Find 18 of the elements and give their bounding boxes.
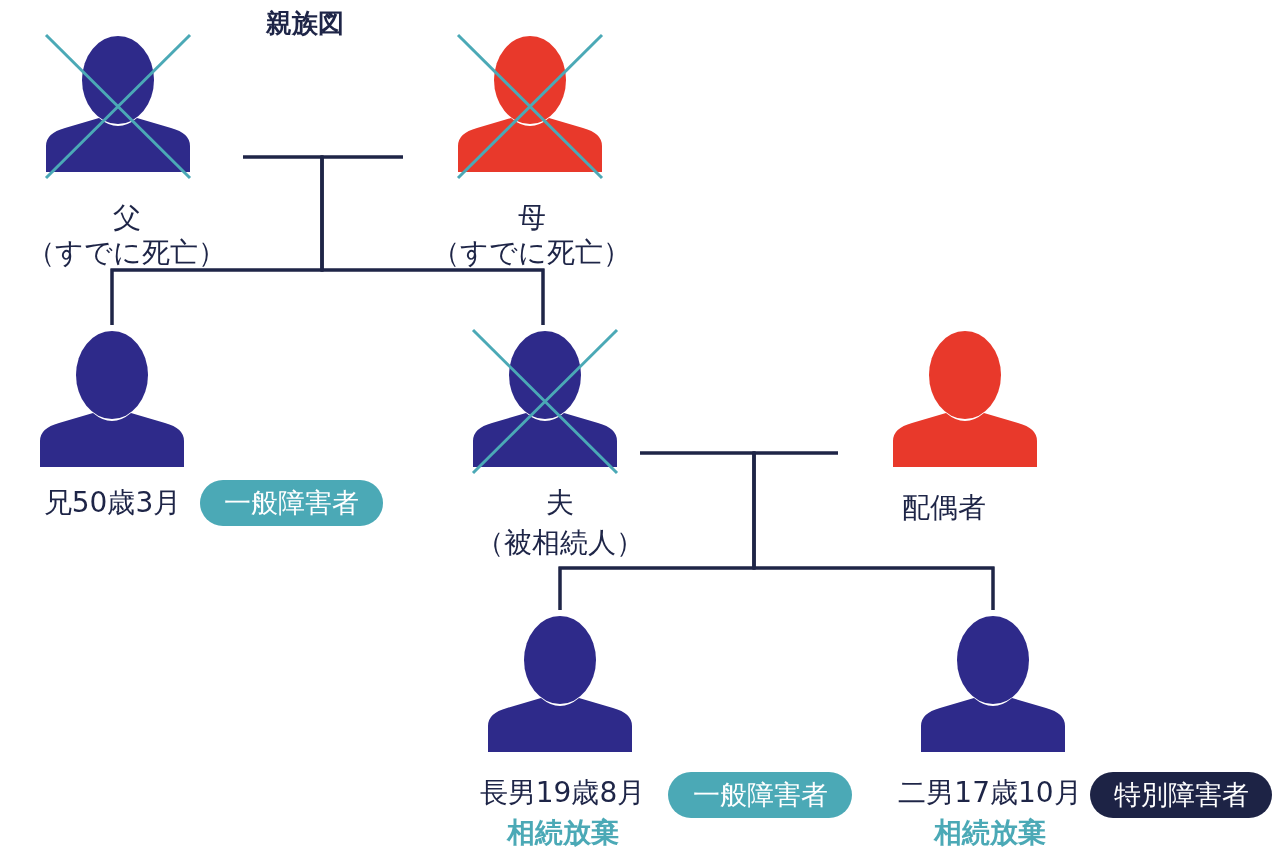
status-badge: 一般障害者 [200,480,383,526]
person-label: 長男19歳8月 [478,775,647,811]
person-label: （すでに死亡） [26,235,227,271]
person-label: （すでに死亡） [431,235,632,271]
family-line [320,155,545,325]
status-note: 相続放棄 [505,815,620,851]
status-note: 相続放棄 [932,815,1047,851]
family-line [752,451,995,610]
status-badge: 一般障害者 [668,772,852,818]
status-badge: 特別障害者 [1090,772,1272,818]
person-label: （被相続人） [475,525,645,561]
person-label: 夫 [545,485,575,521]
diagram-title: 親族図 [265,7,345,40]
person-label: 二男17歳10月 [897,775,1083,811]
person-label: 母 [516,200,547,236]
person-label: 兄50歳3月 [42,485,183,521]
person-label: 配偶者 [901,490,987,526]
person-label: 父 [111,200,142,236]
